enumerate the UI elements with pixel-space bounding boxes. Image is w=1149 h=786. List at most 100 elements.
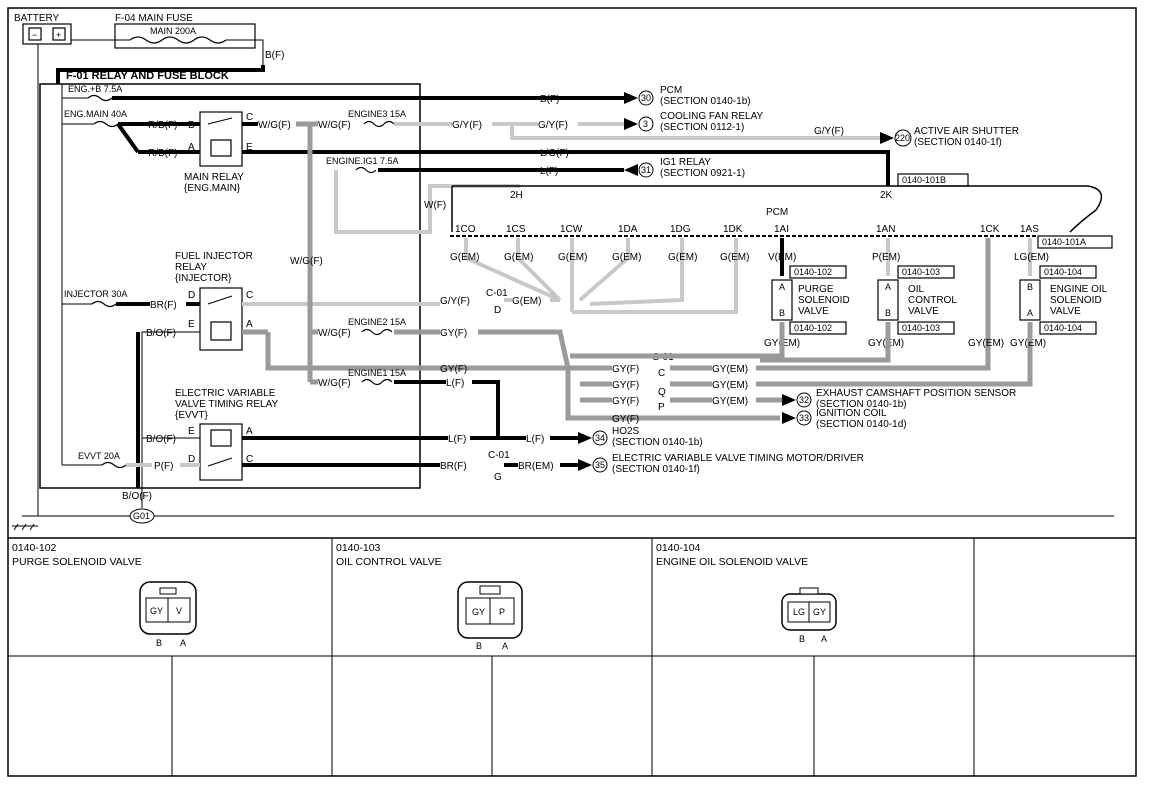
main-fuse-icon [129, 36, 227, 44]
ref-ho2s-icon [592, 430, 608, 446]
pcm-connector-a-box [1037, 235, 1113, 249]
wire-wgf-3: W/G(F) [318, 328, 351, 339]
engine-oil-solenoid-valve: LG(EM) 0140-104 B A ENGINE OIL SOLENOID … [1010, 238, 1108, 349]
wire-bof-ground: B/O(F) [122, 491, 152, 502]
table-label-left: B [799, 634, 805, 644]
main-relay-code: {ENG.MAIN} [184, 183, 241, 194]
wire-lgem: LG(EM) [1014, 252, 1049, 263]
dest-pcm-label: PCM [660, 85, 682, 96]
fuse-engine-ig1-label: ENGINE.IG1 7.5A [326, 156, 399, 166]
battery-plus-icon: + [56, 30, 61, 40]
wire-wgf-vertical: W/G(F) [290, 256, 323, 267]
ref-pcm-icon [638, 90, 654, 106]
wire-lf-e1: L(F) [446, 378, 464, 389]
ref-evvm-icon [592, 457, 608, 473]
evvt-relay-pin-e: E [188, 426, 195, 437]
connector-0140-103-icon [457, 581, 523, 639]
table-label-right: A [821, 634, 827, 644]
dest-ign-label: IGNITION COIL [816, 408, 887, 419]
diagram-frame [7, 7, 1137, 777]
ocv-pin-a: A [885, 282, 891, 292]
dest-ign-section: (SECTION 0140-1d) [816, 419, 907, 430]
conn-p: P [658, 402, 665, 413]
table-cell-code: 0140-102 [12, 542, 57, 554]
evvt-relay-pin-a: A [246, 426, 253, 437]
conn-0140-103-bottom: 0140-103 [902, 323, 940, 333]
connector-0140-102-icon [139, 581, 197, 635]
table-label-right: A [180, 638, 186, 648]
wire-gyf-3: G/Y(F) [814, 126, 844, 137]
pcm-outline [451, 185, 1103, 233]
fuse-eng-b-icon [87, 94, 113, 102]
purge-label-3: VALVE [798, 306, 829, 317]
wire-gem-5: G(EM) [668, 252, 697, 263]
table-pin-left: GY [150, 606, 163, 616]
table-pin-left: LG [793, 607, 805, 617]
wire-gyf-e3: GY(F) [440, 364, 467, 375]
table-label-left: B [476, 641, 482, 651]
wire-lf-ig1: L(F) [540, 166, 558, 177]
wire-gem-d: G(EM) [512, 296, 541, 307]
ground-g01-icon [129, 508, 155, 524]
ref-cfr-icon [638, 116, 654, 132]
wire-gyf-q: GY(F) [612, 380, 639, 391]
dest-cfr-section: (SECTION 0112-1) [660, 122, 744, 133]
dest-ho2s-section: (SECTION 0140-1b) [612, 437, 703, 448]
fuse-engine2-label: ENGINE2 15A [348, 317, 406, 327]
evvt-relay-code: {EVVT} [175, 410, 208, 421]
wire-bof-1: B/O(F) [146, 328, 176, 339]
wire-gyf-2: G/Y(F) [538, 120, 568, 131]
fuse-evvt-label: EVVT 20A [78, 451, 120, 461]
purge-label-1: PURGE [798, 284, 834, 295]
conn-c01-d-label: C-01 [486, 288, 508, 299]
conn-g: G [494, 472, 502, 483]
eos-label-2: SOLENOID [1050, 295, 1102, 306]
wire-gyf-e2: GY(F) [440, 328, 467, 339]
pcm-junction-2h: 2H [510, 190, 523, 201]
fuse-engine-ig1-icon [355, 166, 377, 174]
inj-relay-pin-e: E [188, 319, 195, 330]
dest-ecs-label: EXHAUST CAMSHAFT POSITION SENSOR [816, 388, 1016, 399]
pcm-pin-1cw: 1CW [560, 224, 583, 235]
wire-gyem-1ck: GY(EM) [968, 338, 1004, 349]
relay-block-label: F-01 RELAY AND FUSE BLOCK [66, 70, 229, 82]
wire-gyem-p: GY(EM) [712, 396, 748, 407]
main-relay-switch-icon [207, 117, 233, 125]
dest-ecs-section: (SECTION 0140-1b) [816, 399, 907, 410]
main-relay-coil-icon [210, 139, 232, 157]
main-fuse-label: MAIN 200A [150, 26, 196, 36]
wire-bf-main: B(F) [265, 50, 284, 61]
wire-rbf-2: R/B(F) [148, 148, 177, 159]
fuse-engine1-label: ENGINE1 15A [348, 368, 406, 378]
table-cell-name: ENGINE OIL SOLENOID VALVE [656, 556, 808, 568]
main-relay-pin-a: A [188, 142, 195, 153]
wire-gem-6: G(EM) [720, 252, 749, 263]
ref-ecs-icon [796, 392, 812, 408]
pcm-connector-b: 0140-101B [902, 175, 946, 185]
main-fuse-box [114, 23, 256, 49]
pcm-pin-1as: 1AS [1020, 224, 1039, 235]
purge-pin-a: A [779, 282, 785, 292]
inj-relay-pin-c: C [246, 290, 253, 301]
ref-evvm-number: 35 [595, 460, 605, 470]
conn-d: D [494, 305, 501, 316]
wire-gyf-p: GY(F) [612, 396, 639, 407]
main-relay-pin-c: C [246, 112, 253, 123]
wire-gyf-c: GY(F) [612, 364, 639, 375]
ref-ecs-number: 32 [799, 395, 809, 405]
pcm-pin-1ck: 1CK [980, 224, 1000, 235]
pcm-pin-1co: 1CO [455, 224, 476, 235]
wire-gyem-c: GY(EM) [712, 364, 748, 375]
inj-relay-pin-d: D [188, 290, 195, 301]
wire-pem: P(EM) [872, 252, 900, 263]
wire-rbf-1: R/B(F) [148, 120, 177, 131]
inj-relay-code: {INJECTOR} [175, 273, 232, 284]
pcm-pins: 1CO 1CS 1CW 1DA 1DG 1DK 1AI 1AN 1CK 1AS [455, 224, 1039, 235]
wire-gem-3: G(EM) [558, 252, 587, 263]
wire-gem-4: G(EM) [612, 252, 641, 263]
table-pin-right: V [176, 606, 182, 616]
ref-aas-number: 220 [895, 133, 910, 143]
ocv-label-3: VALVE [908, 306, 939, 317]
fuse-evvt-icon [101, 461, 127, 469]
fuse-eng-b-label: ENG.+B 7.5A [68, 84, 122, 94]
